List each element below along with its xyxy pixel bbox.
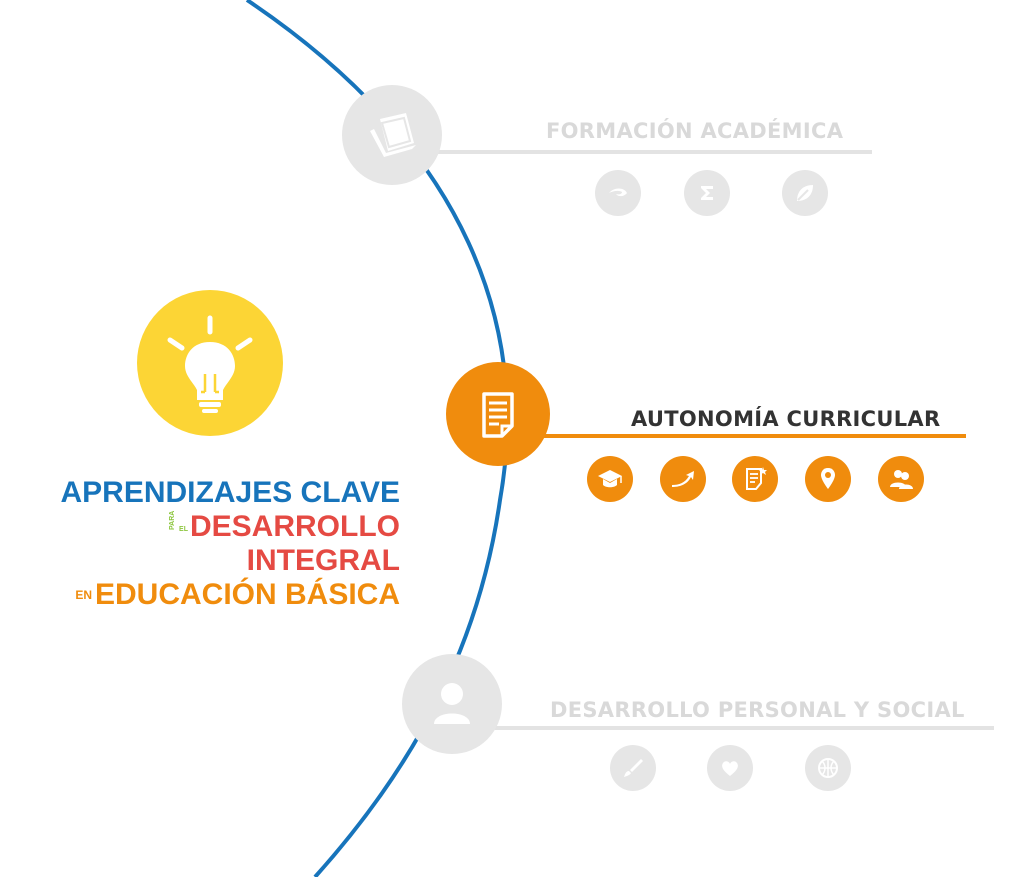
autonomia-rule [500,434,966,438]
leaf-icon [797,185,813,201]
lightbulb-icon [167,315,253,413]
title-small-para-el: PARA [169,510,177,530]
title-line-2-text: DESARROLLO INTEGRAL [190,510,400,577]
heart-icon [722,761,738,776]
formacion-rule [420,150,872,154]
desarrollo-icon-2[interactable] [707,745,753,791]
document-star-icon [746,467,767,490]
growth-arrow-icon [672,471,694,487]
desarrollo-icon-3[interactable] [805,745,851,791]
autonomia-icon-1[interactable] [587,456,633,502]
person-icon [434,683,470,724]
title-small-para: PARA [169,510,177,530]
desarrollo-rule [470,726,994,730]
formacion-label: FORMACIÓN ACADÉMICA [546,119,844,143]
basketball-icon [818,758,838,778]
desarrollo-icon-1[interactable] [610,745,656,791]
autonomia-icon-5[interactable] [878,456,924,502]
autonomia-label: AUTONOMÍA CURRICULAR [631,407,941,431]
brush-icon [624,759,643,777]
formacion-icon-3[interactable] [782,170,828,216]
autonomia-node[interactable] [446,362,550,466]
document-icon [482,392,514,438]
desarrollo-label: DESARROLLO PERSONAL Y SOCIAL [550,698,965,722]
formacion-icon-2[interactable] [684,170,730,216]
title-line-1: APRENDIZAJES CLAVE [60,476,401,509]
title-small-el: EL [179,526,188,533]
autonomia-icon-4[interactable] [805,456,851,502]
formacion-node[interactable] [342,85,442,185]
lightbulb-logo [137,290,283,436]
title-small-en: EN [75,588,92,602]
title-small-el-wrap: EL [179,526,188,534]
autonomia-icon-3[interactable] [732,456,778,502]
language-icon [609,188,627,197]
graduation-cap-icon [598,470,622,488]
desarrollo-node[interactable] [402,654,502,754]
title-line-3-text: EDUCACIÓN BÁSICA [94,578,400,611]
autonomia-icon-2[interactable] [660,456,706,502]
formacion-icon-1[interactable] [595,170,641,216]
location-pin-icon [821,468,835,489]
sigma-icon [701,186,713,200]
book-icon [370,113,416,157]
group-icon [890,470,913,489]
